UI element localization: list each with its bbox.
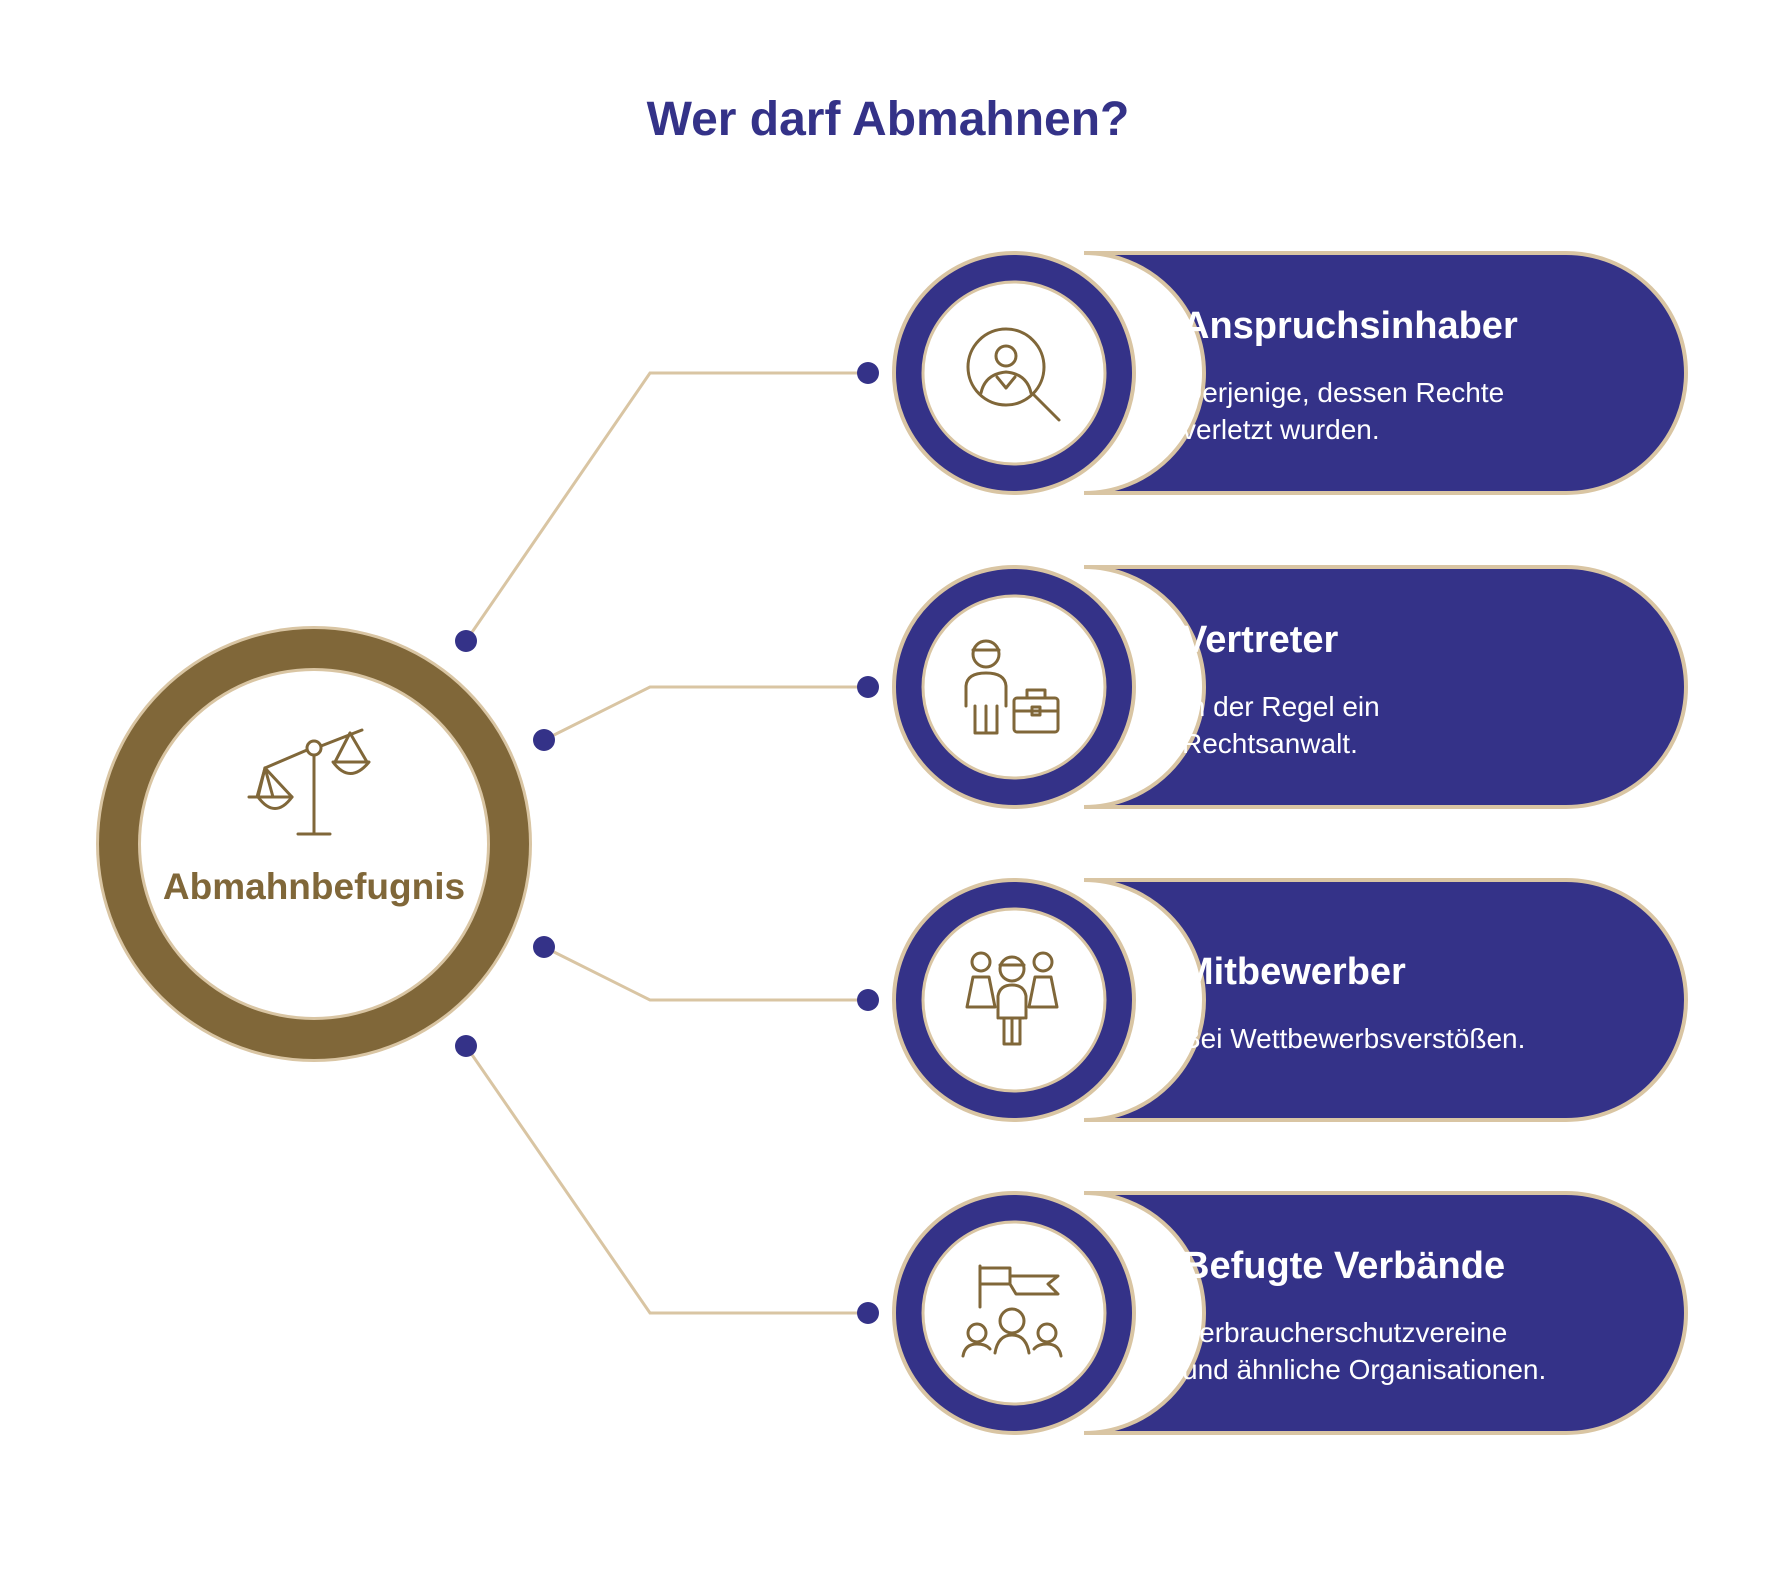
hub-label: Abmahnbefugnis — [162, 866, 466, 907]
card-dot-4 — [857, 1302, 879, 1324]
card-dot-3 — [857, 989, 879, 1011]
card-4-description-line-2: und ähnliche Organisationen. — [1182, 1354, 1547, 1385]
card-4-description-line-1: Verbraucherschutzvereine — [1182, 1317, 1508, 1348]
connector-dots — [455, 362, 879, 1324]
card-dot-1 — [857, 362, 879, 384]
card-3-description: Bei Wettbewerbsverstößen. — [1182, 1020, 1612, 1057]
hub-dot-3 — [533, 936, 555, 958]
page-title: Wer darf Abmahnen? — [646, 93, 1130, 146]
hub-dot-4 — [455, 1035, 477, 1057]
connector-line-3 — [543, 945, 868, 1002]
card-2-description-line-1: In der Regel ein — [1182, 691, 1380, 722]
card-1-title: Anspruchsinhaber — [1182, 305, 1518, 347]
person-search-icon — [966, 327, 1061, 422]
connector-line-2 — [543, 685, 868, 742]
card-3-title: Mitbewerber — [1182, 951, 1406, 993]
scales-icon — [247, 728, 371, 836]
card-4-description: Verbraucherschutzvereine und ähnliche Or… — [1182, 1314, 1612, 1388]
card-2 — [892, 565, 1688, 809]
connector-line-1 — [464, 371, 868, 642]
card-1-description: Derjenige, dessen Rechte verletzt wurden… — [1182, 374, 1612, 448]
card-1-description-line-2: verletzt wurden. — [1182, 414, 1380, 445]
card-2-description: In der Regel ein Rechtsanwalt. — [1182, 688, 1612, 762]
connector-line-4 — [464, 1045, 868, 1315]
card-dot-2 — [857, 676, 879, 698]
flag-group-icon — [961, 1264, 1063, 1358]
card-4-title: Befugte Verbände — [1182, 1245, 1506, 1287]
card-1-description-line-1: Derjenige, dessen Rechte — [1182, 377, 1505, 408]
card-2-description-line-2: Rechtsanwalt. — [1182, 728, 1358, 759]
hub-dot-2 — [533, 729, 555, 751]
card-2-title: Vertreter — [1182, 619, 1339, 661]
hub-dot-1 — [455, 630, 477, 652]
connector-lines — [464, 371, 868, 1315]
hub-circle — [96, 626, 532, 1062]
person-briefcase-icon — [964, 639, 1060, 735]
card-3-description-line-1: Bei Wettbewerbsverstößen. — [1182, 1023, 1526, 1054]
card-1 — [892, 251, 1688, 495]
group-people-icon — [965, 951, 1059, 1046]
card-3 — [892, 878, 1688, 1122]
card-4 — [892, 1191, 1688, 1435]
